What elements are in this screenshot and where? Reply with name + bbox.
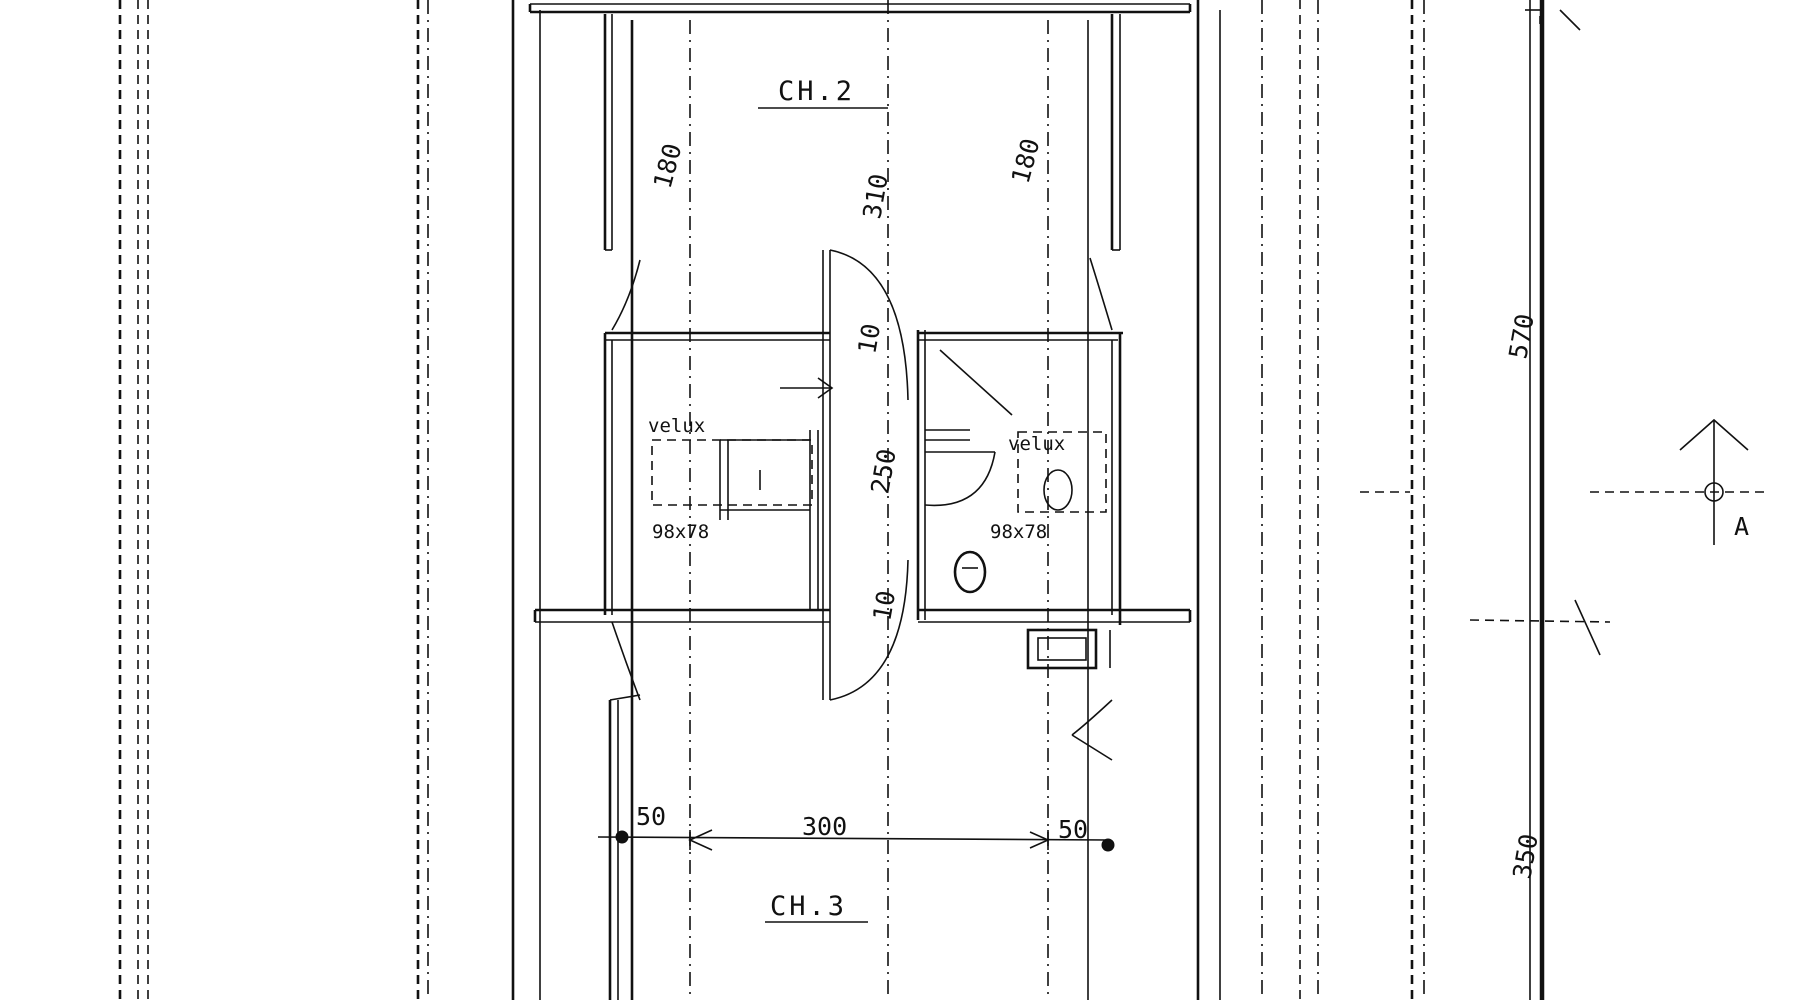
right-markers bbox=[1360, 9, 1770, 656]
dimension-bottom-50-right: 50 bbox=[1058, 815, 1088, 844]
dimension-center-10b: 10 bbox=[867, 588, 901, 623]
room-2-partitions bbox=[603, 14, 1121, 1000]
room-label-ch3: CH.3 bbox=[770, 891, 847, 922]
dimension-right-570: 570 bbox=[1503, 312, 1539, 362]
dimension-center-250: 250 bbox=[865, 447, 901, 497]
dimension-bottom-50-left: 50 bbox=[636, 802, 666, 831]
skylight-label-right: velux bbox=[1008, 433, 1065, 455]
label-underlines bbox=[758, 107, 888, 923]
axis-lines bbox=[689, 0, 1263, 1000]
left-small-room bbox=[533, 331, 834, 1000]
dimension-right-180: 180 bbox=[1006, 135, 1046, 186]
dimension-left-180: 180 bbox=[648, 140, 688, 191]
skylight-size-right: 98x78 bbox=[990, 521, 1047, 543]
dimension-bottom-300: 300 bbox=[802, 812, 847, 841]
skylight-label-left: velux bbox=[648, 415, 705, 437]
dimension-center-310: 310 bbox=[857, 172, 893, 222]
dimension-right-350: 350 bbox=[1507, 832, 1543, 882]
skylight-size-left: 98x78 bbox=[652, 521, 709, 543]
room-label-ch2: CH.2 bbox=[778, 76, 855, 107]
dimension-center-10: 10 bbox=[852, 321, 886, 356]
corridor-walls bbox=[822, 249, 926, 701]
bottom-dimension-line bbox=[597, 829, 1115, 852]
top-wall bbox=[528, 3, 1192, 14]
section-marker-label: A bbox=[1734, 512, 1749, 541]
bathroom bbox=[918, 331, 1192, 761]
outer-wall-lines bbox=[118, 0, 1545, 1000]
